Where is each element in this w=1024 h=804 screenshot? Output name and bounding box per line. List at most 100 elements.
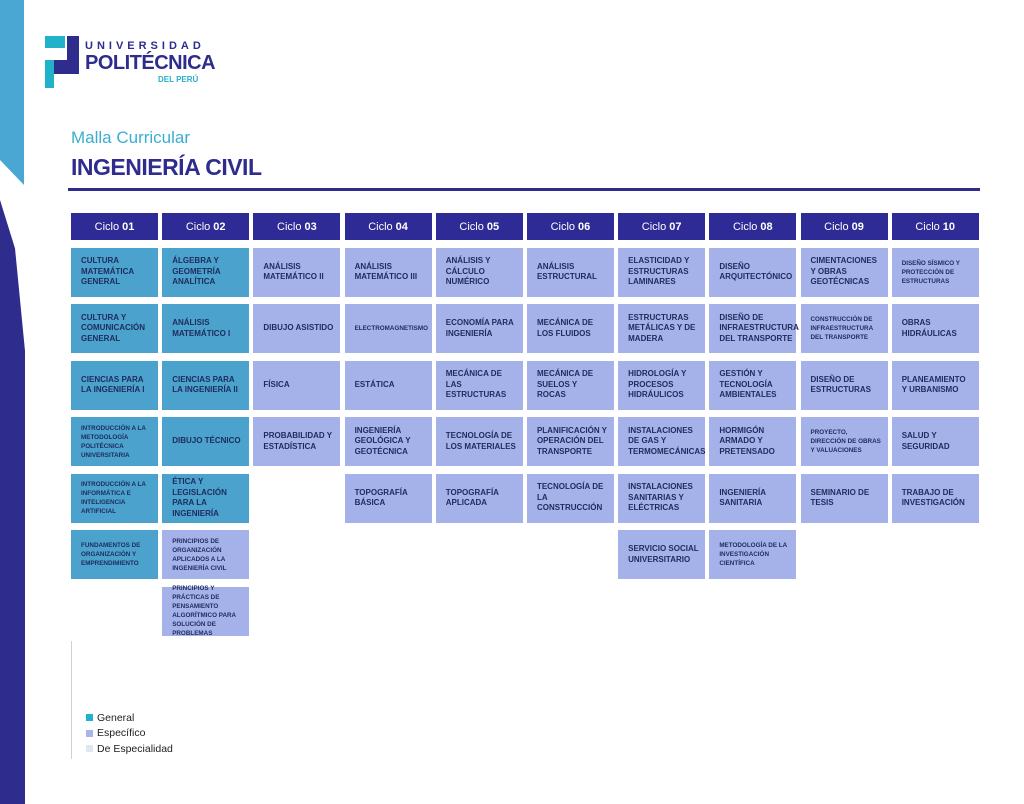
cycle-prefix: Ciclo xyxy=(550,220,576,233)
course-cell: Electromagnetismo xyxy=(344,304,432,353)
course-cell: Análisis Matemático II xyxy=(253,247,341,297)
course-cell: Topografía Aplicada xyxy=(435,473,523,523)
course-cell: Diseño Sísmico y Protección de Estructur… xyxy=(891,247,979,297)
course-cell: Introducción a la Metodología Politécnic… xyxy=(71,417,158,466)
cycle-number: 04 xyxy=(395,220,408,233)
course-cell: Cimentaciones y Obras Geotécnicas xyxy=(800,247,888,297)
course-cell: Probabilidad y Estadística xyxy=(253,417,341,466)
course-cell: Obras Hidráulicas xyxy=(891,304,979,353)
cycle-number: 09 xyxy=(851,220,864,233)
cycle-prefix: Ciclo xyxy=(915,220,940,233)
course-cell: Fundamentos de Organización y Emprendimi… xyxy=(71,530,158,579)
course-cell: Física xyxy=(253,360,341,410)
course-cell: Diseño Arquitectónico xyxy=(709,247,797,297)
logo-text-universidad: UNIVERSIDAD xyxy=(85,40,205,52)
course-cell: Proyecto, Dirección de Obras y Valuacion… xyxy=(800,417,888,466)
course-cell: Análisis Matemático III xyxy=(344,247,432,297)
course-cell: Ética y Legislación para la Ingeniería xyxy=(162,473,250,523)
cycle-number: 06 xyxy=(578,220,591,233)
legend-label: De Especialidad xyxy=(97,742,173,755)
cycle-number: 07 xyxy=(669,220,682,233)
course-cell: Dibujo Técnico xyxy=(162,417,250,466)
course-cell: Mecánica de los Fluidos xyxy=(526,304,614,353)
logo-text-del-peru: DEL PERÚ xyxy=(158,75,199,84)
course-cell: Diseño de Infraestructura del Transporte xyxy=(709,304,799,353)
cycle-prefix: Ciclo xyxy=(641,220,667,233)
cycle-prefix: Ciclo xyxy=(277,220,302,233)
legend-item: De Especialidad xyxy=(86,741,173,757)
cycle-prefix: Ciclo xyxy=(94,220,120,233)
course-cell: Seminario de Tesis xyxy=(800,473,888,523)
cycle-prefix: Ciclo xyxy=(732,220,758,233)
decorative-band-top xyxy=(0,0,24,185)
course-cell: Análisis y Cálculo Numérico xyxy=(435,247,523,297)
cycle-prefix: Ciclo xyxy=(824,220,849,233)
course-cell: Análisis Estructural xyxy=(526,247,614,297)
legend-swatch xyxy=(86,714,93,722)
course-cell: Planeamiento y Urbanismo xyxy=(891,360,979,410)
course-cell: Economía para Ingeniería xyxy=(435,304,523,353)
course-cell: Principios de Organización Aplicados a l… xyxy=(162,530,250,579)
curriculum-grid: Ciclo01Cultura Matemática GeneralCultura… xyxy=(71,213,979,637)
legend-label: General xyxy=(97,711,135,724)
cycle-number: 05 xyxy=(486,220,500,233)
course-cell: Mecánica de las Estructuras xyxy=(435,360,523,410)
course-cell: Álgebra y Geometría Analítica xyxy=(162,247,250,297)
course-cell: Hidrología y Procesos Hidráulicos xyxy=(618,360,706,410)
course-cell: Salud y Seguridad xyxy=(891,417,979,466)
legend-item: General xyxy=(86,710,173,726)
course-cell: Gestión y Tecnología Ambientales xyxy=(709,360,797,410)
cycle-prefix: Ciclo xyxy=(459,220,484,233)
cycle-number: 03 xyxy=(304,220,317,233)
course-cell: Ingeniería Geológica y Geotécnica xyxy=(344,417,432,466)
cycle-number: 01 xyxy=(122,220,135,233)
course-cell: Cultura y Comunicación General xyxy=(71,304,158,353)
course-cell: Ingeniería Sanitaria xyxy=(709,473,797,523)
legend-swatch xyxy=(86,729,93,737)
course-cell: Trabajo de Investigación xyxy=(891,473,979,523)
course-cell: Estructuras Metálicas y de Madera xyxy=(618,304,706,353)
logo-mark-icon xyxy=(45,36,79,88)
page-title: INGENIERÍA CIVIL xyxy=(71,154,262,180)
course-cell: Mecánica de Suelos y Rocas xyxy=(526,360,614,410)
cycle-number: 02 xyxy=(213,220,226,233)
course-cell: Análisis Matemático I xyxy=(162,304,250,353)
course-cell: Instalaciones Sanitarias y Eléctricas xyxy=(618,473,706,523)
legend-item: Específico xyxy=(86,726,173,742)
legend-swatch xyxy=(86,745,93,753)
cycle-prefix: Ciclo xyxy=(368,220,393,233)
course-cell: Construcción de Infraestructura del Tran… xyxy=(800,304,888,353)
cycle-prefix: Ciclo xyxy=(185,220,211,233)
course-cell: Principios y Prácticas de Pensamiento Al… xyxy=(162,585,250,637)
course-cell: Diseño de Estructuras xyxy=(800,360,888,410)
cycle-number: 08 xyxy=(760,220,773,233)
cycle-number: 10 xyxy=(942,220,956,233)
university-logo: UNIVERSIDAD POLITÉCNICA DEL PERÚ xyxy=(45,36,216,91)
course-cell: Servicio Social Universitario xyxy=(618,530,706,579)
legend-label: Específico xyxy=(97,727,146,740)
logo-text-politecnica: POLITÉCNICA xyxy=(85,52,216,74)
legend-divider xyxy=(71,641,72,759)
course-cell: Tecnología de la Construcción xyxy=(526,473,614,523)
course-cell: Estática xyxy=(344,360,432,410)
decorative-band-bottom xyxy=(0,200,25,804)
course-cell: Hormigón Armado y Pretensado xyxy=(709,417,797,466)
course-cell: Tecnología de los Materiales xyxy=(435,417,523,466)
course-cell: Introducción a la Informática e Intelige… xyxy=(71,473,158,523)
title-divider xyxy=(68,188,980,191)
course-cell: Metodología de la Investigación Científi… xyxy=(709,530,797,579)
page-subtitle: Malla Curricular xyxy=(71,128,191,147)
course-cell: Dibujo Asistido xyxy=(253,304,341,353)
course-cell: Ciencias para la Ingeniería I xyxy=(71,360,158,410)
course-cell: Planificación y Operación del Transporte xyxy=(526,417,614,466)
